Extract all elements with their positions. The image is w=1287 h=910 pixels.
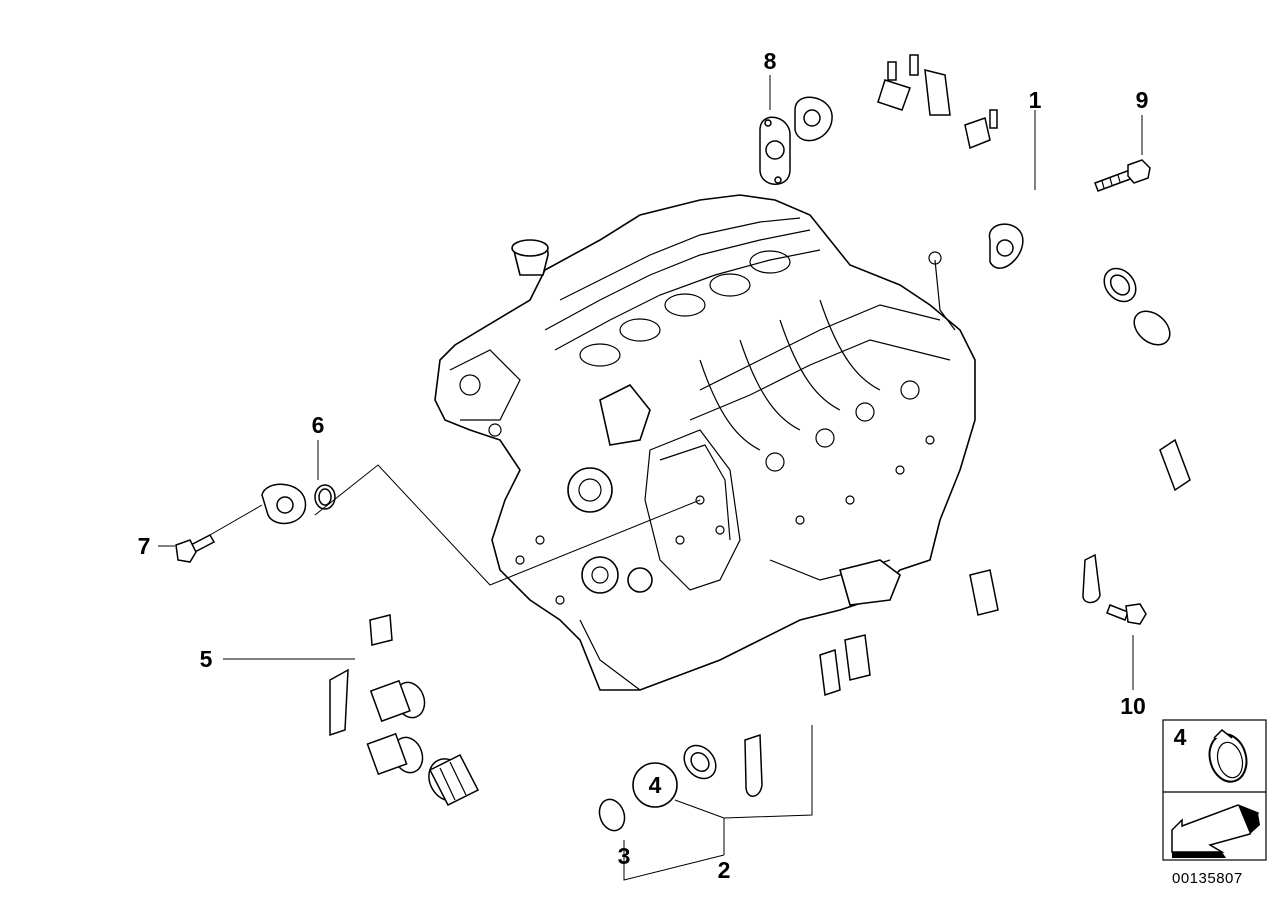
reference-number: 00135807 xyxy=(1172,870,1243,887)
reference-arrow-icon xyxy=(1171,804,1260,858)
callout-8: 8 xyxy=(764,48,777,74)
connecting-hose xyxy=(428,753,626,856)
bolt-left xyxy=(175,534,216,563)
callout-3: 3 xyxy=(618,843,631,869)
upper-coolant-pipe xyxy=(794,54,1137,303)
left-coolant-hose xyxy=(259,483,432,776)
hose-clamp-icon xyxy=(1208,728,1248,783)
callout-7: 7 xyxy=(138,533,151,559)
engine-block xyxy=(434,194,976,691)
bolt-upper xyxy=(1094,159,1151,192)
callout-10: 10 xyxy=(1120,693,1146,719)
callout-2: 2 xyxy=(718,857,731,883)
inset-clamp-label: 4 xyxy=(1174,724,1187,750)
callout-5: 5 xyxy=(200,646,213,672)
part-callouts: 1 2 3 4 5 6 7 8 9 10 xyxy=(138,48,1149,883)
bolt-lower xyxy=(1106,603,1147,625)
callout-1: 1 xyxy=(1029,87,1042,113)
lower-coolant-pipe xyxy=(683,310,1213,797)
gasket-upper xyxy=(759,116,791,185)
leader-lines xyxy=(158,75,1143,881)
callout-9: 9 xyxy=(1136,87,1149,113)
callout-6: 6 xyxy=(312,412,325,438)
o-ring xyxy=(314,484,336,510)
clamp-inset: 4 xyxy=(1162,719,1267,861)
callout-4-circle xyxy=(632,762,678,808)
callout-4: 4 xyxy=(649,772,662,798)
